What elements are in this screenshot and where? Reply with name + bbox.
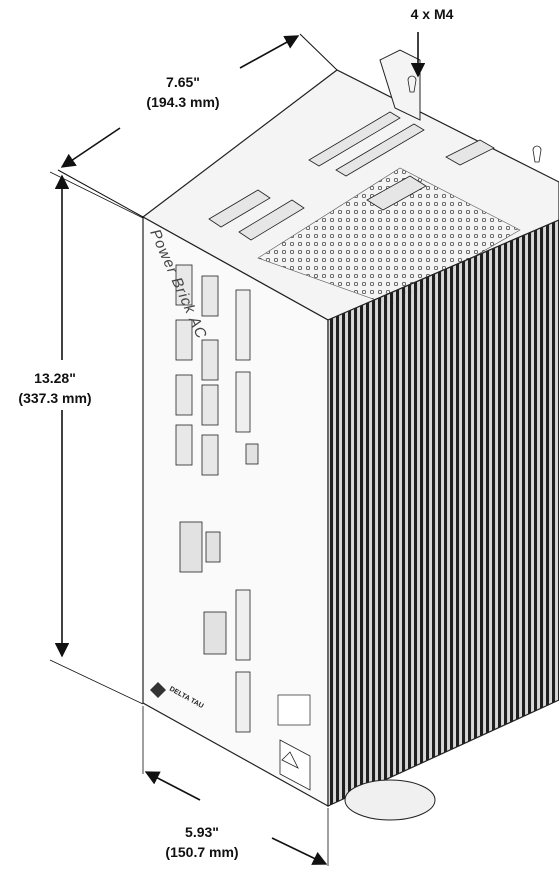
- info-label: [277, 694, 311, 726]
- top-connectors: [208, 111, 495, 241]
- depth-dimension: [142, 706, 329, 866]
- width-arrow-left: [60, 127, 121, 168]
- mounting-flange: [379, 49, 421, 121]
- warning-label: [279, 739, 311, 791]
- width-inches: 7.65": [166, 74, 200, 90]
- fan-guard: [344, 779, 436, 821]
- front-connectors: [175, 264, 219, 476]
- height-inches: 13.28": [34, 370, 76, 386]
- keyhole-slot: [532, 145, 542, 163]
- width-dimension-label: 7.65" (194.3 mm): [118, 72, 248, 112]
- depth-dimension-label: 5.93" (150.7 mm): [132, 822, 272, 862]
- mounting-screw-label: 4 x M4: [392, 4, 472, 24]
- device-body: Power Brick AC DELTA TAU: [141, 49, 559, 821]
- height-mm: (337.3 mm): [18, 390, 92, 406]
- height-dimension: [49, 171, 144, 705]
- width-mm: (194.3 mm): [146, 94, 220, 110]
- terminal-blocks: [235, 289, 251, 733]
- width-dimension: [57, 33, 338, 218]
- width-extension-line: [299, 33, 338, 71]
- width-arrow-right: [239, 35, 300, 69]
- heatsink-fins: [327, 219, 559, 807]
- width-extension-line: [57, 169, 144, 218]
- vent-grille: [257, 167, 521, 306]
- height-extension-line: [49, 659, 144, 705]
- height-extension-line: [49, 171, 144, 219]
- port-cluster: [179, 443, 259, 655]
- depth-mm: (150.7 mm): [165, 844, 239, 860]
- depth-arrow-left: [144, 771, 201, 801]
- height-dimension-label: 13.28" (337.3 mm): [0, 368, 110, 408]
- mounting-screw-text: 4 x M4: [410, 6, 454, 22]
- depth-arrow-right: [271, 837, 328, 865]
- depth-inches: 5.93": [185, 824, 219, 840]
